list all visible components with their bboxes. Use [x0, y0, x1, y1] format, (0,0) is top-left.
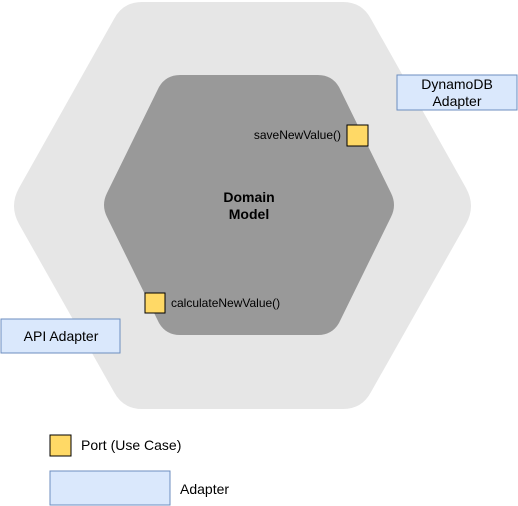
port-calculate-label: calculateNewValue() [171, 296, 280, 310]
dynamodb-adapter-label-line2: Adapter [432, 93, 481, 109]
port-calculate[interactable] [144, 292, 166, 314]
legend-port-label: Port (Use Case) [81, 437, 181, 453]
inner-hexagon [104, 75, 394, 335]
domain-model-label-line1: Domain [223, 189, 274, 205]
legend-port-swatch [49, 434, 72, 457]
legend-adapter-label: Adapter [180, 481, 229, 497]
domain-model-label-line2: Model [229, 206, 269, 222]
api-adapter-label: API Adapter [24, 328, 99, 344]
port-save[interactable] [346, 124, 369, 147]
api-adapter[interactable] [0, 318, 121, 354]
port-save-label: saveNewValue() [254, 128, 341, 142]
legend-adapter-swatch [49, 470, 171, 506]
dynamodb-adapter-label-line1: DynamoDB [421, 76, 493, 92]
dynamodb-adapter[interactable] [396, 74, 518, 111]
